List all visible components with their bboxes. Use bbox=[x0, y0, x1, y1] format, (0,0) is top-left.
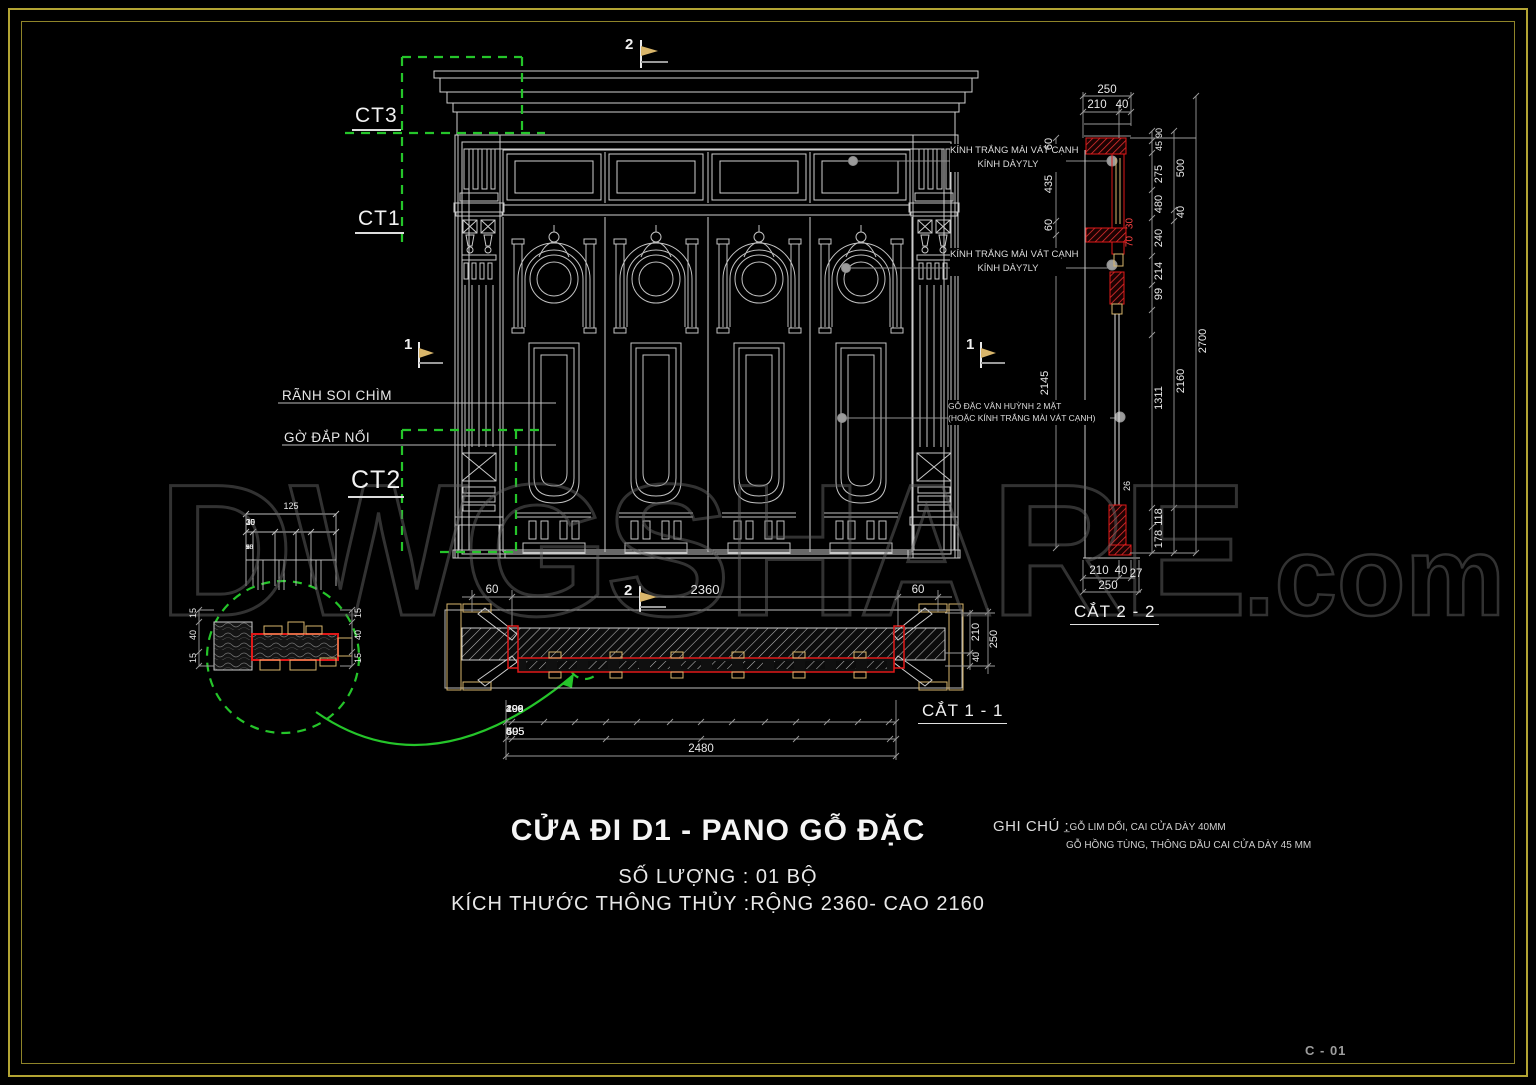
dim-label: 60 bbox=[485, 584, 499, 596]
title-dimensions: KÍCH THƯỚC THÔNG THỦY :RỘNG 2360- CAO 21… bbox=[451, 893, 985, 915]
dim-label: 206 bbox=[506, 703, 524, 715]
dim-label: 40 bbox=[506, 703, 518, 715]
plan-dim-lines bbox=[462, 590, 995, 760]
dim-label: 210 bbox=[970, 622, 982, 642]
dim-label: 199 bbox=[506, 703, 524, 715]
dim-label: 35 bbox=[246, 518, 255, 527]
dim-label: 30 bbox=[246, 518, 255, 527]
note-glass-2-line2: KÍNH DÀY7LY bbox=[977, 262, 1039, 274]
note-glass-2-line1: KÍNH TRẮNG MÀI VÁT CẠNH bbox=[950, 249, 1079, 260]
dim-label: 2145 bbox=[1039, 370, 1051, 396]
dim-label: 10 bbox=[246, 544, 254, 551]
dim-label: 20 bbox=[246, 518, 255, 527]
dim-label: 605 bbox=[506, 726, 525, 738]
notes-label: GHI CHÚ : bbox=[993, 818, 1070, 835]
dim-label: 25 bbox=[246, 544, 254, 551]
dim-label: 605 bbox=[506, 726, 525, 738]
dim-label: 2700 bbox=[1197, 328, 1209, 354]
dim-label: 2480 bbox=[688, 743, 714, 755]
dim-label: 70 bbox=[1124, 235, 1136, 248]
note-glass-1-line2: KÍNH DÀY7LY bbox=[977, 158, 1039, 170]
dim-label: 1311 bbox=[1153, 386, 1165, 410]
dim-label: 40 bbox=[506, 703, 518, 715]
dim-label: 210 bbox=[1089, 565, 1109, 577]
section-marker-2-bottom: 2 bbox=[624, 582, 633, 599]
note-glass-1: KÍNH TRẮNG MÀI VÁT CẠNH KÍNH DÀY7LY bbox=[950, 144, 1079, 172]
callout-groove: RÃNH SOI CHÌM bbox=[282, 388, 393, 403]
dim-label: 40 bbox=[1115, 99, 1129, 111]
note-wood-line1: GỖ ĐẶC VÂN HUỲNH 2 MẶT bbox=[948, 401, 1062, 411]
dim-label: 199 bbox=[506, 703, 524, 715]
callout-molding: GỜ ĐẮP NỔI bbox=[284, 430, 371, 445]
note-glass-1-line1: KÍNH TRẮNG MÀI VÁT CẠNH bbox=[950, 145, 1079, 156]
dim-label: 5 bbox=[246, 544, 250, 551]
detail-dim-lines bbox=[195, 606, 356, 670]
dim-label: 20 bbox=[246, 544, 254, 551]
dim-label: 99 bbox=[1153, 287, 1165, 301]
dim-label: 250 bbox=[1097, 84, 1117, 96]
dim-label: 210 bbox=[1087, 99, 1107, 111]
dim-label: 206 bbox=[506, 703, 524, 715]
elevation-view bbox=[433, 70, 979, 559]
dim-label: 15 bbox=[188, 653, 198, 664]
mini-dim-sketch bbox=[242, 510, 340, 590]
dim-label: 30 bbox=[246, 518, 255, 527]
dim-label: 178 bbox=[1153, 529, 1165, 549]
dim-label: 199 bbox=[506, 703, 524, 715]
detail-leader-curve bbox=[315, 673, 574, 746]
note-wood: GỖ ĐẶC VÂN HUỲNH 2 MẶT (HOẶC KÍNH TRẮNG … bbox=[948, 400, 1110, 425]
dim-label: 40 bbox=[506, 726, 519, 738]
dim-label: 15 bbox=[353, 653, 363, 664]
dim-label: 60 bbox=[911, 584, 925, 596]
dim-label: 5 bbox=[246, 544, 250, 551]
label-cut-2-2: CẮT 2 - 2 bbox=[1070, 602, 1160, 625]
dim-label: 2160 bbox=[1175, 368, 1187, 394]
dim-label: 595 bbox=[506, 726, 525, 738]
dim-label: 500 bbox=[1175, 158, 1187, 178]
section-marker-1-right: 1 bbox=[966, 336, 975, 353]
dim-label: 199 bbox=[506, 703, 524, 715]
dim-label: 40 bbox=[1175, 205, 1187, 219]
notes-line1: _GỖ LIM DỔI, CAI CỬA DÀY 40MM bbox=[1064, 822, 1226, 833]
dim-label: 595 bbox=[506, 726, 525, 738]
dim-label: 5 bbox=[246, 544, 250, 551]
dim-label: 5 bbox=[246, 544, 250, 551]
title-quantity: SỐ LƯỢNG : 01 BỘ bbox=[618, 866, 818, 888]
section-2-2-dim-lines bbox=[1052, 92, 1200, 596]
callout-ct3: CT3 bbox=[352, 104, 401, 131]
dim-label: 2360 bbox=[690, 582, 720, 597]
note-glass-2: KÍNH TRẮNG MÀI VÁT CẠNH KÍNH DÀY7LY bbox=[950, 248, 1079, 276]
dim-label: 199 bbox=[506, 703, 524, 715]
detail-profile bbox=[213, 621, 353, 671]
section-marker-1-left: 1 bbox=[404, 336, 413, 353]
dim-label: 40 bbox=[506, 726, 519, 738]
section-2-2 bbox=[1083, 123, 1140, 559]
dim-label: 27 bbox=[1129, 568, 1143, 580]
dim-label: 199 bbox=[506, 703, 524, 715]
dim-label: 196 bbox=[506, 703, 524, 715]
callout-ct1: CT1 bbox=[355, 207, 404, 234]
dim-label: 199 bbox=[506, 703, 524, 715]
page-title: CỬA ĐI D1 - PANO GỖ ĐẶC bbox=[510, 814, 926, 847]
dim-label: 30 bbox=[246, 544, 254, 551]
dim-label: 250 bbox=[988, 629, 1000, 649]
dim-label: 60 bbox=[1043, 218, 1055, 232]
sheet-code: C - 01 bbox=[1305, 1043, 1347, 1058]
callout-ct2: CT2 bbox=[348, 466, 405, 498]
dim-label: 26 bbox=[1122, 481, 1132, 492]
label-cut-1-1: CẮT 1 - 1 bbox=[918, 701, 1008, 724]
dim-label: 250 bbox=[1098, 580, 1118, 592]
dim-label: 199 bbox=[506, 703, 524, 715]
notes-line2: GỖ HỒNG TÙNG, THÔNG DẦU CAI CỬA DÀY 45 M… bbox=[1066, 840, 1312, 851]
dim-label: 40 bbox=[1114, 565, 1128, 577]
dim-label: 10 bbox=[246, 518, 255, 527]
section-marker-2-top: 2 bbox=[625, 36, 634, 53]
plan-section-1-1 bbox=[444, 603, 964, 691]
dim-label: 435 bbox=[1043, 174, 1055, 194]
dim-label: 196 bbox=[506, 703, 524, 715]
dim-label: 125 bbox=[283, 501, 299, 511]
section-marker-icons bbox=[418, 40, 1005, 612]
note-wood-line2: (HOẶC KÍNH TRẮNG MÀI VÁT CẠNH) bbox=[948, 413, 1096, 424]
